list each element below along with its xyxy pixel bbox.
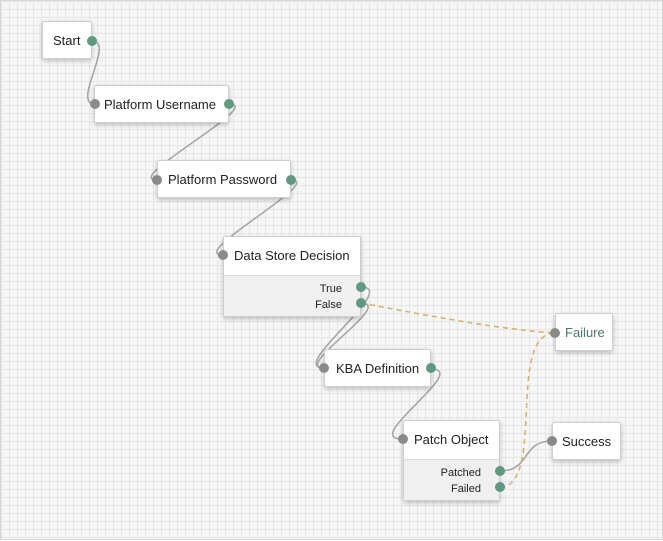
connector-password-to-datastore[interactable]	[215, 179, 298, 256]
outcome-true-label: True	[319, 283, 342, 295]
outcome-failed-label: Failed	[451, 483, 481, 495]
patch-object-patched-port[interactable]	[495, 466, 505, 476]
data-store-decision-true-port[interactable]	[356, 282, 366, 292]
data-store-decision-input-port[interactable]	[218, 250, 228, 260]
node-failure[interactable]: Failure	[555, 313, 613, 351]
node-label: Platform Username	[104, 97, 216, 112]
platform-username-output-port[interactable]	[224, 99, 234, 109]
start-output-port[interactable]	[87, 36, 97, 46]
node-platform-password[interactable]: Platform Password	[157, 160, 291, 198]
node-label: Failure	[565, 325, 605, 340]
node-kba-definition[interactable]: KBA Definition	[324, 349, 431, 387]
node-label: Success	[562, 434, 612, 449]
outcome-patched-label: Patched	[440, 467, 481, 479]
patch-object-input-port[interactable]	[398, 434, 408, 444]
node-platform-username[interactable]: Platform Username	[94, 85, 229, 123]
connector-true-to-kba[interactable]	[315, 286, 371, 369]
connector-failed-to-failure[interactable]	[499, 332, 556, 488]
node-label: Data Store Decision	[234, 248, 350, 263]
connector-false-to-kba[interactable]	[316, 302, 370, 369]
outcome-false-label: False	[315, 299, 342, 311]
connector-kba-to-patch[interactable]	[392, 368, 441, 440]
connector-false-to-failure[interactable]	[360, 302, 556, 334]
kba-definition-output-port[interactable]	[426, 363, 436, 373]
node-label: Start	[53, 33, 81, 48]
platform-password-input-port[interactable]	[152, 175, 162, 185]
connector-username-to-password[interactable]	[150, 103, 236, 181]
node-patch-object[interactable]: Patch Object Patched Failed	[403, 420, 500, 501]
connector-patched-to-success[interactable]	[499, 440, 553, 472]
kba-definition-input-port[interactable]	[319, 363, 329, 373]
node-label: Platform Password	[168, 172, 278, 187]
platform-username-input-port[interactable]	[90, 99, 100, 109]
data-store-decision-false-port[interactable]	[356, 298, 366, 308]
node-success[interactable]: Success	[552, 422, 621, 460]
connector-start-to-username[interactable]	[86, 40, 101, 105]
node-data-store-decision[interactable]: Data Store Decision True False	[223, 236, 361, 317]
success-input-port[interactable]	[547, 436, 557, 446]
node-label: KBA Definition	[336, 361, 420, 376]
platform-password-output-port[interactable]	[286, 175, 296, 185]
node-label: Patch Object	[414, 432, 489, 447]
patch-object-failed-port[interactable]	[495, 482, 505, 492]
node-start[interactable]: Start	[42, 21, 92, 59]
failure-input-port[interactable]	[550, 328, 560, 338]
